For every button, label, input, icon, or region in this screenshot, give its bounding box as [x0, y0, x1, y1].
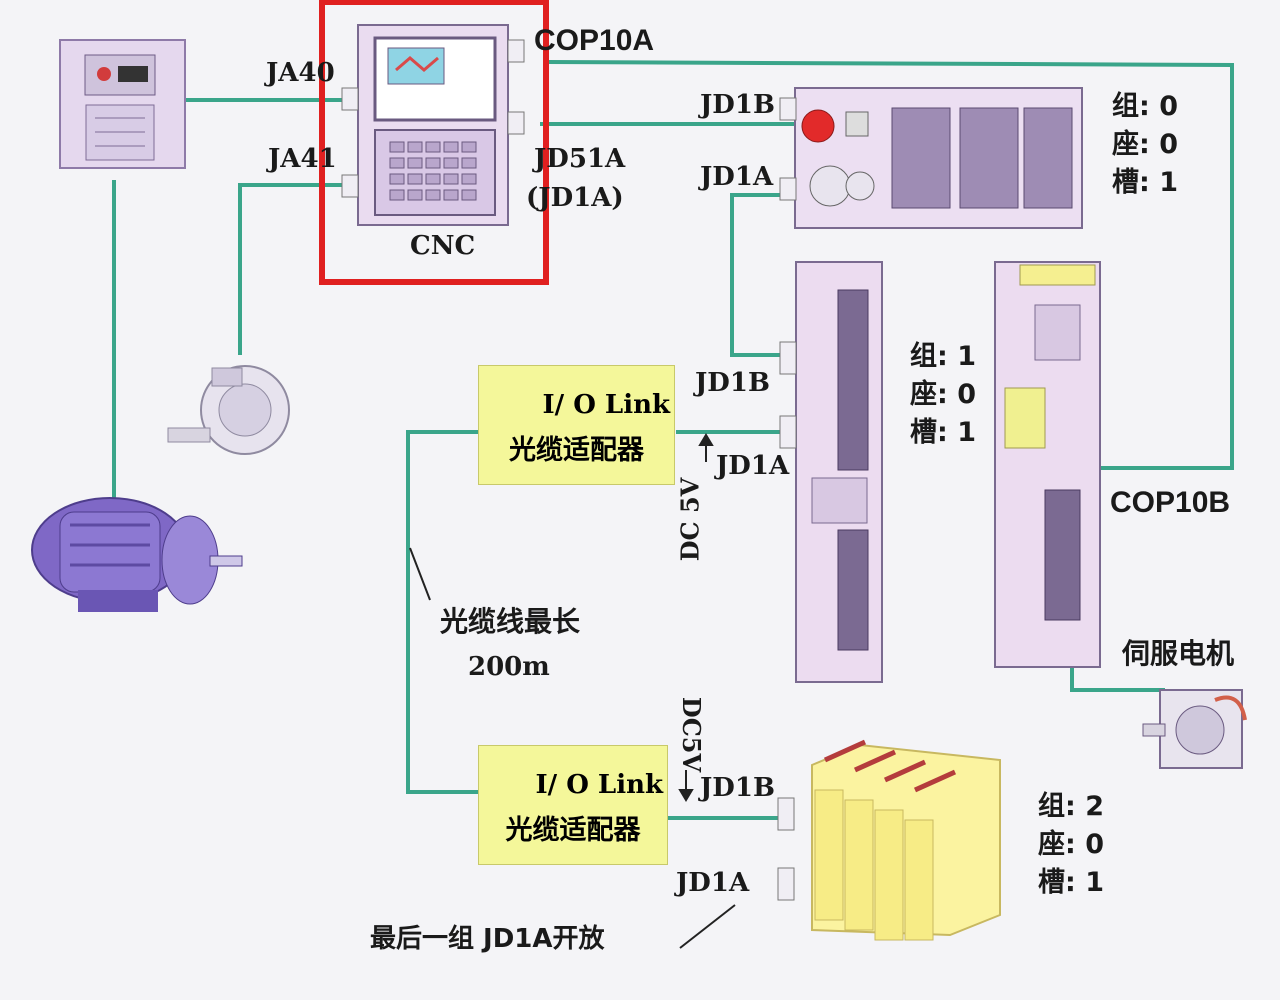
label-jd1b-panel: JD1B	[700, 90, 775, 120]
io-link-adapter-2: I/ O Link 光缆适配器	[478, 745, 668, 865]
address-base: 座: 0	[1112, 129, 1178, 160]
servo-motor-image	[1142, 689, 1247, 769]
label-jd1b-io1: JD1B	[695, 368, 770, 398]
adapter-title: I/ O Link	[535, 770, 664, 800]
label-dc5v-down: DC5V	[677, 696, 707, 773]
address-base: 座: 0	[910, 379, 976, 410]
adapter-subtitle: 光缆适配器	[509, 435, 644, 466]
io-unit	[777, 739, 1001, 941]
address-group: 组: 2	[1038, 791, 1104, 822]
adapter-title: I/ O Link	[542, 390, 671, 420]
label-servo-motor: 伺服电机	[1122, 637, 1235, 670]
label-ja40: JA40	[266, 58, 335, 88]
label-cnc: CNC	[410, 231, 476, 261]
address-slot: 槽: 1	[1112, 167, 1178, 198]
address-group-1: 组: 1 座: 0 槽: 1	[910, 338, 976, 452]
label-ja41: JA41	[268, 144, 337, 174]
address-group: 组: 0	[1112, 91, 1178, 122]
io-module	[779, 261, 883, 683]
arrows	[409, 433, 736, 949]
operator-panel	[779, 87, 1083, 229]
label-fiber-max: 光缆线最长	[440, 605, 581, 638]
address-group-2: 组: 2 座: 0 槽: 1	[1038, 788, 1104, 902]
wire-ja41	[238, 183, 345, 355]
label-jd1a-panel: JD1A	[700, 162, 774, 192]
label-dc5v-up: DC 5V	[675, 477, 705, 562]
label-jd1a-io2: JD1A	[676, 868, 750, 898]
servo-amplifier	[994, 261, 1101, 668]
address-group-0: 组: 0 座: 0 槽: 1	[1112, 88, 1178, 202]
label-cop10a: COP10A	[534, 24, 655, 57]
wire-servo	[1070, 665, 1165, 692]
spindle-motor	[31, 497, 243, 612]
label-cop10b: COP10B	[1110, 486, 1231, 519]
label-jd51a: JD51A	[534, 144, 626, 174]
wire-cop10a-cop10b	[547, 60, 1234, 470]
encoder	[167, 365, 290, 455]
io-link-adapter-1: I/ O Link 光缆适配器	[478, 365, 675, 485]
address-slot: 槽: 1	[1038, 867, 1104, 898]
cnc-unit	[319, 0, 549, 285]
label-jd1a-paren: (JD1A)	[526, 183, 624, 213]
label-jd1a-io1: JD1A	[716, 451, 790, 481]
wire-fiber	[406, 430, 478, 794]
inverter-drive	[59, 39, 186, 169]
address-slot: 槽: 1	[910, 417, 976, 448]
address-base: 座: 0	[1038, 829, 1104, 860]
wire-jd1a-to-module	[730, 193, 795, 357]
label-fiber-length: 200m	[468, 652, 550, 682]
wires	[112, 60, 1234, 820]
address-group: 组: 1	[910, 341, 976, 372]
adapter-subtitle: 光缆适配器	[505, 815, 641, 846]
label-jd1b-io2: JD1B	[700, 773, 775, 803]
label-last-group: 最后一组 JD1A开放	[370, 924, 605, 954]
cnc-highlight-box	[319, 0, 549, 285]
